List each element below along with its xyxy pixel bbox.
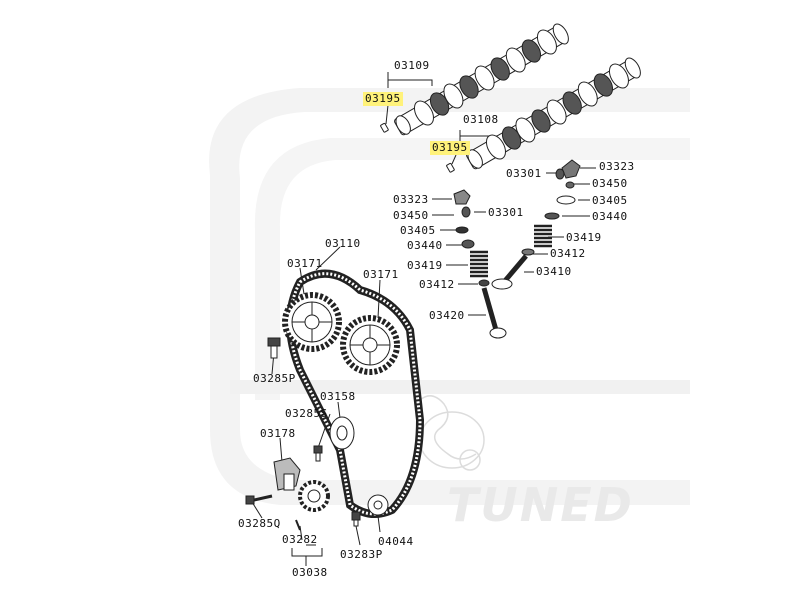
- label-key-exhaust: 03195: [430, 141, 470, 155]
- label-camshaft-intake: 03109: [394, 59, 430, 72]
- sprocket-left: [282, 292, 342, 352]
- label-bolt-idler: 03285S: [285, 407, 328, 420]
- idler-pulley: [329, 416, 355, 450]
- label-pin: 03282: [282, 533, 318, 546]
- label-valve-left: 03420: [429, 309, 465, 322]
- lower-pulley: [367, 494, 389, 516]
- bolt-sprocket: [267, 337, 281, 359]
- bolt-lower: [351, 511, 361, 527]
- label-lower-pulley: 04044: [378, 535, 414, 548]
- label-sprocket-right: 03171: [363, 268, 399, 281]
- label-rocker-left: 03323: [393, 193, 429, 206]
- label-retainer-left: 03412: [419, 278, 455, 291]
- bolt-idler: [313, 445, 323, 462]
- key-lower: [446, 162, 455, 173]
- label-lifter-left: 03301: [488, 206, 524, 219]
- tensioner-bracket: [273, 457, 301, 491]
- tensioner-pulley: [298, 480, 330, 512]
- label-camshaft-exhaust: 03108: [463, 113, 499, 126]
- bolt-tensioner: [245, 494, 273, 505]
- label-timing-belt: 03110: [325, 237, 361, 250]
- label-seal-left: 03405: [400, 224, 436, 237]
- label-tensioner-pulley: 03038: [292, 566, 328, 579]
- label-rocker-right: 03323: [599, 160, 635, 173]
- label-valve-right: 03410: [536, 265, 572, 278]
- label-lifter-right: 03301: [506, 167, 542, 180]
- label-retainer-right: 03412: [550, 247, 586, 260]
- camshaft-upper: [394, 23, 569, 136]
- label-spring-left: 03419: [407, 259, 443, 272]
- label-bolt-lower: 03283P: [340, 548, 383, 561]
- label-sprocket-left: 03171: [287, 257, 323, 270]
- label-tensioner: 03178: [260, 427, 296, 440]
- label-bolt-sprocket: 03285P: [253, 372, 296, 385]
- label-adjuster-left: 03450: [393, 209, 429, 222]
- watermark-text: TUNED: [447, 478, 634, 532]
- pin: [295, 519, 301, 531]
- timing-belt: [286, 269, 425, 518]
- label-bolt-tensioner: 03285Q: [238, 517, 281, 530]
- label-seat-right: 03440: [592, 210, 628, 223]
- key-upper: [380, 122, 389, 133]
- label-idler: 03158: [320, 390, 356, 403]
- label-seat-left: 03440: [407, 239, 443, 252]
- sprocket-right: [340, 315, 400, 375]
- valvetrain-right: [491, 159, 581, 290]
- label-adjuster-right: 03450: [592, 177, 628, 190]
- label-spring-right: 03419: [566, 231, 602, 244]
- camshaft-lower: [466, 57, 641, 170]
- label-key-intake: 03195: [363, 92, 403, 106]
- valvetrain-left: [453, 189, 507, 339]
- label-seal-right: 03405: [592, 194, 628, 207]
